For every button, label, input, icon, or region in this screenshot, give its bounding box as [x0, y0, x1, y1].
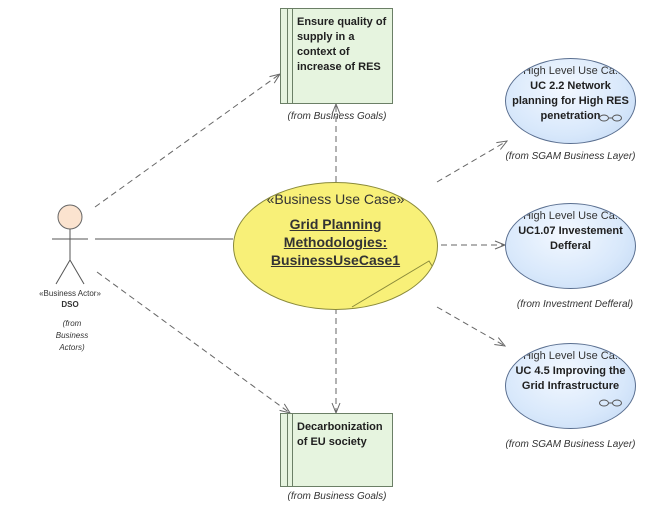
actor-to-top-goal-line [94, 74, 280, 208]
goal-bottom-note: (from Business Goals) [287, 491, 387, 502]
uc-name: UC1.07 Investement Defferal [518, 225, 623, 252]
main-use-case-name: Grid Planning Methodologies: BusinessUse… [270, 216, 401, 268]
goal-title: Decarbonization of EU society [297, 421, 383, 448]
note-fold-icon [351, 260, 435, 308]
composite-link-icon [599, 399, 622, 407]
main-to-uc45-line [436, 306, 505, 346]
uc107-note: (from Investment Defferal) [516, 299, 634, 310]
goal-bar [287, 9, 293, 103]
actor-name: DSO [61, 300, 79, 309]
main-business-use-case[interactable]: «Business Use Case» Grid Planning Method… [233, 182, 438, 310]
high-level-use-case-uc45[interactable]: «High Level Use Ca... UC 4.5 Improving t… [505, 343, 636, 429]
main-to-uc22-line [436, 141, 507, 183]
composite-link-icon [599, 114, 622, 122]
high-level-use-case-uc22[interactable]: «High Level Use Ca... UC 2.2 Network pla… [505, 58, 636, 144]
uc-name: UC 2.2 Network planning for High RES pen… [512, 80, 629, 122]
actor-note: (from Business Actors) [55, 319, 89, 352]
uc22-note: (from SGAM Business Layer) [505, 151, 636, 162]
uc-stereotype: «High Level Use Ca... [517, 210, 624, 222]
goal-top-note: (from Business Goals) [287, 111, 387, 122]
uc-stereotype: «High Level Use Ca... [517, 65, 624, 77]
goal-bar [287, 414, 293, 486]
goal-title: Ensure quality of supply in a context of… [297, 16, 387, 73]
actor-stereotype: «Business Actor» [39, 289, 101, 298]
uc45-note: (from SGAM Business Layer) [505, 439, 636, 450]
goal-decarbonization[interactable]: Decarbonization of EU society [280, 413, 393, 487]
actor-icon[interactable] [48, 202, 92, 286]
goal-quality-of-supply[interactable]: Ensure quality of supply in a context of… [280, 8, 393, 104]
uc-stereotype: «High Level Use Ca... [517, 350, 624, 362]
high-level-use-case-uc107[interactable]: «High Level Use Ca... UC1.07 Investement… [505, 203, 636, 289]
main-use-case-stereotype: «Business Use Case» [266, 191, 405, 207]
uc-name: UC 4.5 Improving the Grid Infrastructure [515, 365, 626, 392]
